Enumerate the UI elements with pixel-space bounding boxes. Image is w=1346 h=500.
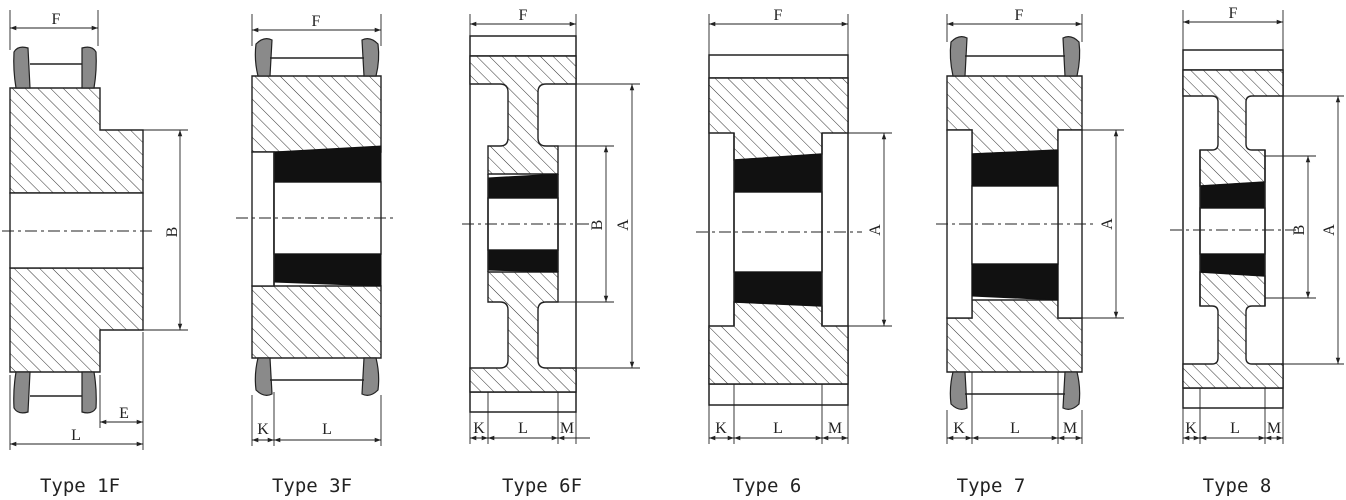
type-8-dim-f: F	[1229, 5, 1238, 22]
type-1f-dim-e: E	[119, 405, 129, 422]
type-1f-dim-f: F	[52, 11, 61, 28]
type-7-drawing: F A K L M	[936, 7, 1124, 444]
type-6f-dim-l: L	[518, 420, 528, 437]
type-7-taper-bush-top	[971, 149, 1059, 187]
type-6f-dim-k: K	[473, 420, 485, 437]
type-3f-upper-section	[251, 75, 382, 153]
caption-type-1f: Type 1F	[39, 475, 121, 497]
type-8-lower-section	[1182, 271, 1284, 389]
type-6f-lower-section	[469, 271, 577, 393]
type-8-dim-m: M	[1267, 420, 1281, 437]
type-8-dim-b: B	[1291, 225, 1308, 236]
type-6f-dim-f: F	[519, 7, 528, 24]
type-3f-dim-l: L	[322, 421, 332, 438]
type-8-drawing: F B A K L M	[1170, 5, 1344, 444]
type-1f-dim-l: L	[71, 427, 81, 444]
caption-type-8: Type 8	[1202, 475, 1272, 497]
type-3f-drawing: F K L	[236, 13, 396, 446]
type-6-dim-l: L	[773, 420, 783, 437]
type-6f-dim-m: M	[560, 420, 574, 437]
type-3f-lower-section	[251, 285, 382, 359]
type-6-drawing: F A K L M	[696, 7, 892, 444]
type-3f-taper-bush-top	[273, 145, 382, 183]
type-1f-tooth-top-right	[81, 46, 97, 89]
type-1f-tooth-bottom-left	[13, 371, 31, 414]
type-7-dim-m: M	[1063, 420, 1077, 437]
type-6-dim-k: K	[715, 420, 727, 437]
type-8-taper-bush-bottom	[1199, 253, 1266, 277]
type-3f-taper-bush-bottom	[273, 253, 382, 287]
caption-type-6f: Type 6F	[501, 475, 583, 497]
type-6f-taper-bush-top	[487, 173, 559, 199]
type-6-upper-section	[708, 77, 849, 161]
type-6-dim-f: F	[774, 7, 783, 24]
type-1f-tooth-top-left	[13, 46, 31, 89]
type-1f-lower-section	[9, 267, 144, 373]
type-6f-dim-b: B	[589, 220, 606, 231]
type-7-dim-a: A	[1099, 218, 1116, 230]
type-7-dim-l: L	[1010, 420, 1020, 437]
type-8-dim-k: K	[1185, 420, 1197, 437]
type-6-dim-m: M	[828, 420, 842, 437]
type-3f-dim-f: F	[312, 13, 321, 30]
type-6-taper-bush-bottom	[733, 271, 823, 307]
type-8-taper-bush-top	[1199, 181, 1266, 209]
type-1f-upper-section	[9, 87, 144, 194]
caption-type-7: Type 7	[956, 475, 1026, 497]
type-6f-dim-a: A	[615, 219, 632, 231]
type-6f-upper-section	[469, 55, 577, 175]
type-1f-bore	[9, 192, 144, 269]
type-8-dim-a: A	[1321, 224, 1338, 236]
type-6-taper-bush-top	[733, 153, 823, 193]
type-7-dim-k: K	[953, 420, 965, 437]
type-1f-drawing: F B E L	[2, 10, 188, 450]
type-6f-drawing: F B A K L M	[462, 7, 640, 444]
type-1f-dim-b: B	[164, 227, 181, 238]
type-7-dim-f: F	[1015, 7, 1024, 24]
type-7-taper-bush-bottom	[971, 263, 1059, 301]
type-3f-dim-k: K	[257, 421, 269, 438]
type-8-upper-section	[1182, 69, 1284, 187]
type-6-dim-a: A	[867, 224, 884, 236]
caption-type-6: Type 6	[732, 475, 802, 497]
type-8-dim-l: L	[1230, 420, 1240, 437]
type-1f-tooth-bottom-right	[81, 371, 97, 414]
caption-type-3f: Type 3F	[271, 475, 353, 497]
type-6f-taper-bush-bottom	[487, 249, 559, 273]
type-6-lower-section	[708, 301, 849, 385]
